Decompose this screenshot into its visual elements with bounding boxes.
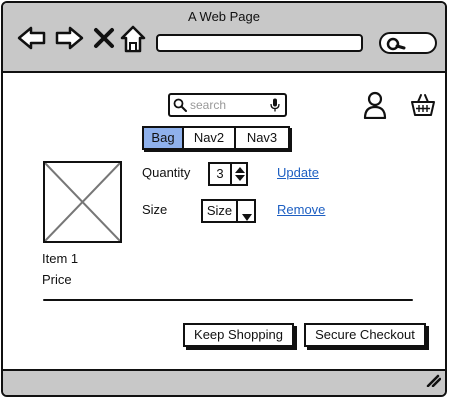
microphone-icon[interactable] — [270, 98, 280, 117]
status-bar — [3, 369, 445, 395]
item-name: Item 1 — [42, 251, 79, 266]
quantity-label: Quantity — [142, 165, 191, 180]
address-bar[interactable] — [156, 34, 363, 52]
keep-shopping-button[interactable]: Keep Shopping — [183, 323, 294, 347]
chevron-down-icon[interactable] — [242, 208, 252, 226]
tab-bag[interactable]: Bag — [144, 128, 184, 148]
resize-grip-icon[interactable] — [425, 373, 442, 392]
tab-nav3[interactable]: Nav3 — [236, 128, 288, 148]
product-image-placeholder — [43, 161, 122, 243]
secure-checkout-button[interactable]: Secure Checkout — [304, 323, 426, 347]
search-placeholder: search — [190, 98, 227, 112]
arrow-left-icon[interactable] — [17, 25, 47, 56]
nav-tabs: Bag Nav2 Nav3 — [142, 126, 290, 150]
window-title: A Web Page — [187, 9, 261, 24]
shopping-basket-icon[interactable] — [411, 93, 435, 122]
close-icon[interactable] — [93, 27, 115, 54]
update-link[interactable]: Update — [277, 165, 319, 180]
browser-search-field[interactable] — [379, 32, 437, 54]
size-label: Size — [142, 202, 168, 217]
size-select-value: Size — [203, 201, 238, 221]
size-select[interactable]: Size — [201, 199, 256, 223]
arrow-right-icon[interactable] — [54, 25, 84, 56]
home-icon[interactable] — [120, 25, 146, 58]
search-input[interactable]: search — [168, 93, 287, 117]
divider — [43, 299, 413, 301]
browser-toolbar: A Web Page — [3, 3, 445, 73]
tab-nav2[interactable]: Nav2 — [184, 128, 236, 148]
user-icon[interactable] — [363, 91, 387, 124]
search-icon — [386, 37, 406, 51]
search-icon — [173, 98, 187, 117]
remove-link[interactable]: Remove — [277, 202, 326, 217]
quantity-stepper[interactable]: 3 — [208, 162, 248, 186]
quantity-value: 3 — [210, 164, 232, 184]
item-price: Price — [42, 272, 72, 287]
stepper-arrows-icon[interactable] — [234, 166, 246, 187]
